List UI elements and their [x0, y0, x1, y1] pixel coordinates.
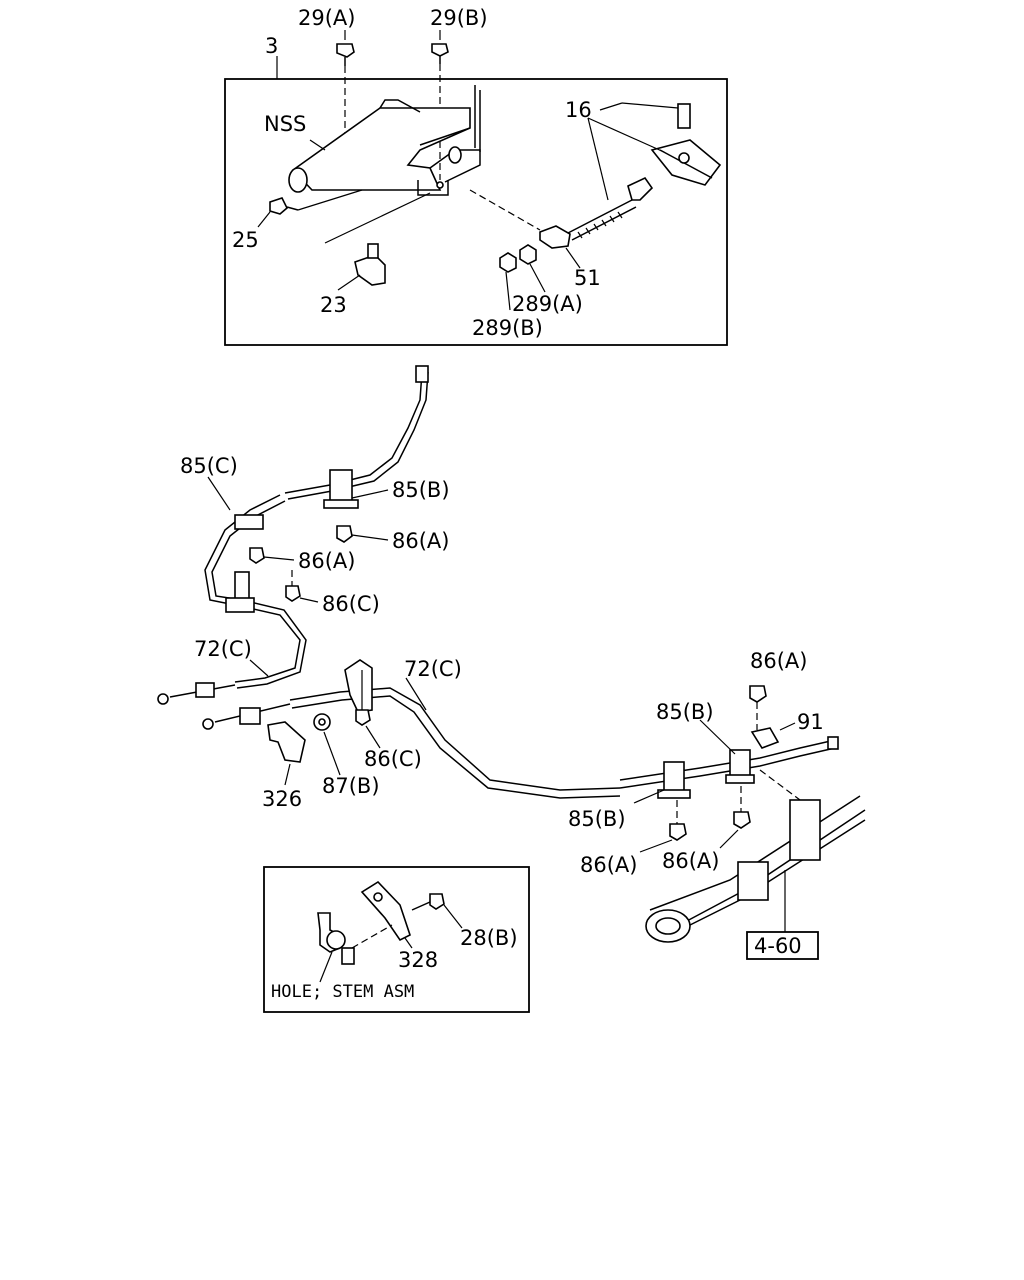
clip-91-icon	[750, 727, 780, 749]
callout-91: 91	[797, 710, 824, 734]
bolt-28b-icon	[411, 893, 445, 911]
callout-289b: 289(B)	[472, 316, 543, 340]
leaf-spring-icon	[645, 769, 866, 943]
callout-85b-low: 85(B)	[568, 807, 626, 831]
callout-86a-left: 86(A)	[298, 549, 355, 573]
bracket-326-icon	[267, 721, 306, 763]
bracket-85b-right-icon	[725, 749, 755, 784]
left-cable-loop-icon	[204, 494, 307, 689]
callout-28b: 28(B)	[460, 926, 518, 950]
bolt-86a-low1-icon	[669, 800, 687, 841]
left-cable-end-icon	[157, 682, 236, 705]
clip-23-icon	[324, 192, 431, 286]
nut-289b-icon	[499, 252, 517, 273]
bracket-85b-low-icon	[657, 761, 691, 799]
rear-cable-icon	[289, 659, 621, 799]
callout-51: 51	[574, 266, 601, 290]
callout-72c-left: 72(C)	[194, 637, 252, 661]
parking-brake-lever-icon	[288, 85, 481, 196]
callout-3: 3	[265, 34, 278, 58]
bolt-86c-left-icon	[285, 585, 301, 602]
stem-hole-inset-box	[263, 866, 530, 1013]
nut-87b-icon	[313, 713, 331, 731]
bolt-86a-left-icon	[249, 547, 265, 564]
callout-85c: 85(C)	[180, 454, 238, 478]
bolt-86c-mid-icon	[355, 709, 371, 726]
lever-assembly-box	[224, 78, 728, 346]
callout-29a: 29(A)	[298, 6, 355, 30]
callout-nss: NSS	[264, 112, 306, 136]
callout-85b-right: 85(B)	[656, 700, 714, 724]
bracket-328-icon	[360, 880, 411, 942]
bolt-86a-low2-icon	[733, 786, 751, 829]
callout-289a: 289(A)	[512, 292, 583, 316]
callout-86a-low1: 86(A)	[580, 853, 637, 877]
ref-4-60-box	[746, 931, 819, 960]
ref-4-60-label: 4-60	[754, 934, 802, 958]
equalizer-51-icon	[469, 189, 571, 249]
bolt-86a-right-icon	[749, 685, 767, 730]
callout-85b-top: 85(B)	[392, 478, 450, 502]
callout-23: 23	[320, 293, 347, 317]
callout-87b: 87(B)	[322, 774, 380, 798]
callout-326: 326	[262, 787, 302, 811]
callout-86a-low2: 86(A)	[662, 849, 719, 873]
callout-328: 328	[398, 948, 438, 972]
bracket-85b-top-icon	[323, 469, 359, 509]
stem-asm-icon	[317, 912, 355, 965]
callout-16: 16	[565, 98, 592, 122]
nut-289a-icon	[519, 244, 537, 265]
inset-note: HOLE; STEM ASM	[271, 982, 414, 1002]
rear-cable-end-icon	[202, 703, 291, 730]
callout-86c-left: 86(C)	[322, 592, 380, 616]
bolt-25-icon	[269, 189, 363, 215]
callout-72c-mid: 72(C)	[404, 657, 462, 681]
callout-29b: 29(B)	[430, 6, 488, 30]
callout-86c-mid: 86(C)	[364, 747, 422, 771]
callout-86a-top: 86(A)	[392, 529, 449, 553]
adjuster-rod-16-icon	[567, 103, 722, 241]
callout-25: 25	[232, 228, 259, 252]
callout-86a-right: 86(A)	[750, 649, 807, 673]
bolt-86a-top-icon	[336, 525, 353, 543]
